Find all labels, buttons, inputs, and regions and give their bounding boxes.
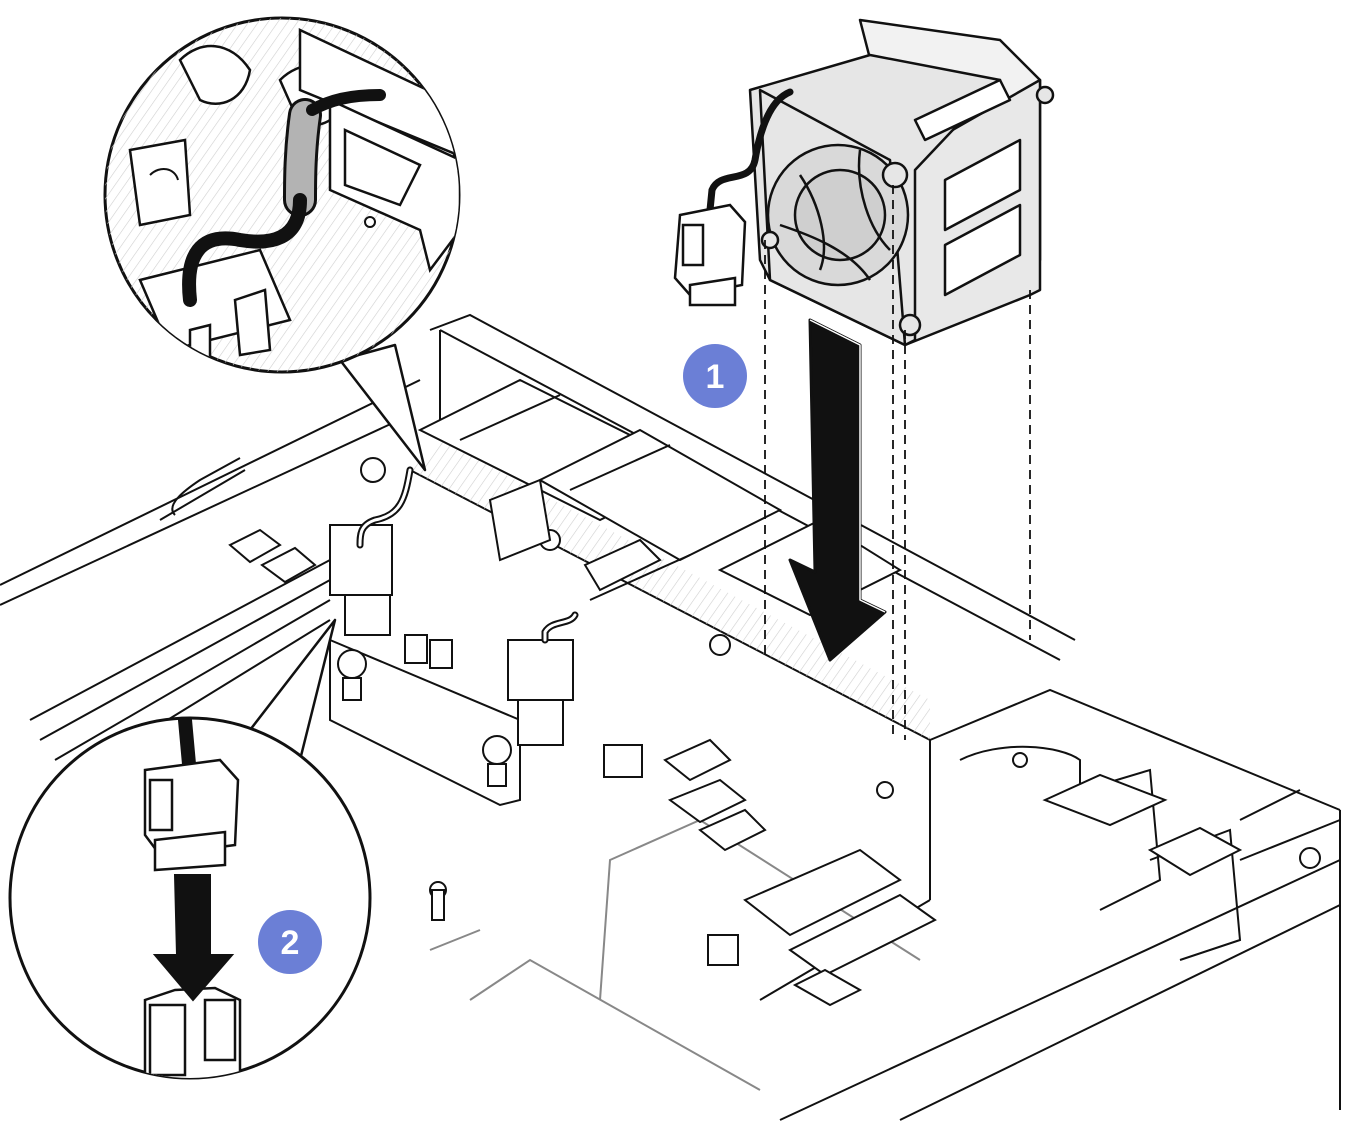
fan-loose-cable	[706, 88, 794, 214]
callout-detail-top	[103, 16, 461, 472]
alignment-lines	[764, 185, 1031, 740]
step-number-2: 2	[281, 924, 300, 962]
step-badge-1: 1	[683, 344, 747, 408]
step-badge-2: 2	[258, 910, 322, 974]
callout-detail-bottom	[8, 618, 372, 1080]
fan-module	[748, 18, 1055, 347]
install-arrow-1	[788, 318, 887, 662]
board-connectors	[228, 457, 1321, 1007]
step-number-1: 1	[706, 358, 725, 396]
fan-cable-connector	[673, 203, 747, 307]
chassis	[0, 313, 1341, 1121]
